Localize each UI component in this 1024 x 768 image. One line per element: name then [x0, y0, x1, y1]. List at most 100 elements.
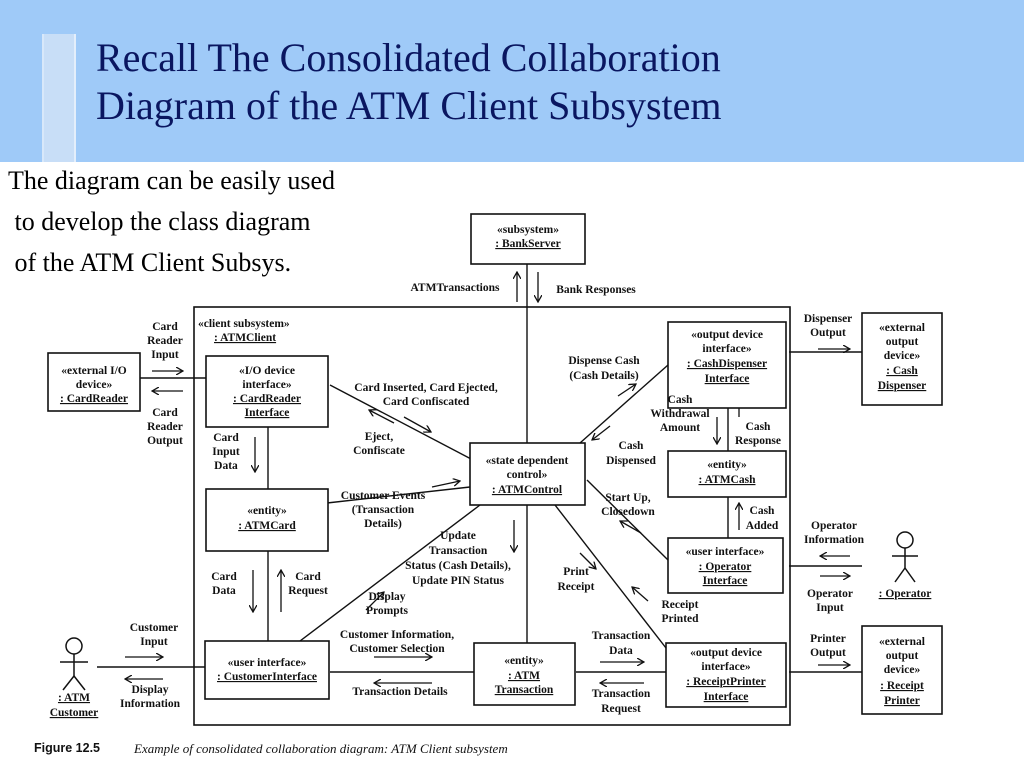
msg-bank-responses: Bank Responses: [556, 284, 636, 296]
intro-text-line-1: The diagram can be easily used: [8, 166, 336, 195]
msg-atm-transactions: ATMTransactions: [410, 282, 500, 294]
cash-dispenser-ext-box: [861, 312, 943, 406]
msg-card-inserted-2: Card Confiscated: [383, 396, 470, 408]
msg-cash-withdrawal-1: Cash: [668, 394, 694, 406]
cash-dispenser-if-stereotype-2: interface»: [702, 343, 751, 355]
operator-if-name-1: : Operator: [699, 561, 752, 573]
link-control-printerif: [554, 504, 667, 649]
operator-if-name-2: Interface: [703, 575, 748, 587]
msg-card-inserted-1: Card Inserted, Card Ejected,: [354, 382, 498, 394]
arrow-cash-dispensed: [592, 425, 611, 440]
msg-cash-dispensed-2: Dispensed: [606, 455, 656, 467]
card-reader-if-stereotype-2: interface»: [242, 379, 291, 391]
msg-update-transaction-4: Update PIN Status: [412, 575, 505, 587]
atm-transaction-name-1: : ATM: [508, 670, 540, 682]
customer-if-box: [204, 640, 330, 700]
msg-start-up-2: Closedown: [601, 506, 655, 518]
msg-receipt-printed-2: Printed: [661, 613, 699, 625]
client-subsystem-boundary: «client subsystem» : ATMClient: [193, 306, 791, 726]
msg-card-reader-output-1: Card: [152, 407, 178, 419]
customer-actor-figure: [60, 637, 88, 691]
receipt-printer-ext-stereotype-1: «external: [879, 636, 925, 648]
atm-control-name: : ATMControl: [492, 484, 562, 496]
link-atmcard-control: [326, 486, 471, 504]
msg-cash-dispensed-1: Cash: [619, 440, 645, 452]
card-reader-ext-stereotype-2: device»: [76, 379, 113, 391]
slide-title-line-2: Diagram of the ATM Client Subsystem: [96, 83, 722, 128]
customer-actor-name-1: : ATM: [58, 692, 90, 704]
figure-caption: Figure 12.5 Example of consolidated coll…: [34, 741, 508, 756]
intro-text-line-2: to develop the class diagram: [8, 207, 311, 236]
msg-customer-input-1: Customer: [130, 622, 179, 634]
msg-eject-confiscate-1: Eject,: [365, 431, 394, 443]
link-customerif-control: [299, 504, 481, 642]
msg-receipt-printed-1: Receipt: [661, 599, 698, 611]
operator-actor-name: : Operator: [879, 588, 932, 600]
msg-display-information-1: Display: [131, 684, 168, 696]
msg-customer-information-1: Customer Information,: [340, 629, 454, 641]
cash-dispenser-ext-stereotype-1: «external: [879, 322, 925, 334]
atm-control-stereotype-1: «state dependent: [486, 455, 569, 467]
atm-card-box: [205, 488, 329, 552]
message-arrows: [125, 272, 850, 683]
msg-customer-events-3: Details): [364, 518, 402, 530]
msg-transaction-request-1: Transaction: [592, 688, 651, 700]
cash-dispenser-if-name-1: : CashDispenser: [687, 358, 767, 370]
operator-if-stereotype: «user interface»: [686, 546, 765, 558]
receipt-printer-if-stereotype-1: «output device: [690, 647, 762, 659]
msg-card-input-data-2: Input: [212, 446, 240, 458]
connection-lines: [97, 264, 862, 673]
intro-text-line-3: of the ATM Client Subsys.: [8, 248, 292, 277]
msg-cash-response-2: Response: [735, 435, 781, 447]
arrow-display-prompts: [365, 592, 384, 611]
msg-card-request-2: Request: [288, 585, 328, 597]
receipt-printer-ext-stereotype-3: device»: [884, 664, 921, 676]
arrow-receipt-printed: [632, 587, 649, 602]
card-reader-ext-stereotype-1: «external I/O: [61, 365, 127, 377]
msg-cash-added-2: Added: [746, 520, 779, 532]
msg-operator-information-1: Operator: [811, 520, 857, 532]
msg-operator-input-1: Operator: [807, 588, 853, 600]
atm-transaction-name-2: Transaction: [495, 684, 554, 696]
msg-update-transaction-1: Update: [440, 530, 476, 542]
card-reader-if-name-2: Interface: [245, 407, 290, 419]
msg-card-data-1: Card: [211, 571, 237, 583]
bank-server-name: : BankServer: [495, 238, 560, 250]
link-control-cashdispenser: [579, 364, 669, 444]
atm-cash-name: : ATMCash: [699, 474, 757, 486]
customer-actor-icon: [65, 637, 83, 655]
msg-transaction-data-2: Data: [609, 645, 633, 657]
msg-card-input-data-3: Data: [214, 460, 238, 472]
msg-cash-response-1: Cash: [746, 421, 772, 433]
atm-control-stereotype-2: control»: [507, 469, 548, 481]
card-reader-ext-name: : CardReader: [60, 393, 128, 405]
atm-card-name: : ATMCard: [238, 520, 296, 532]
bank-server-stereotype: «subsystem»: [497, 224, 559, 236]
card-reader-if-stereotype-1: «I/O device: [239, 365, 295, 377]
arrow-dispense-cash: [617, 384, 636, 397]
msg-card-reader-output-3: Output: [147, 435, 183, 447]
atm-cash-box: [667, 450, 787, 498]
msg-customer-information-2: Customer Selection: [349, 643, 445, 655]
msg-card-reader-input-2: Reader: [147, 335, 183, 347]
cash-dispenser-ext-name-1: : Cash: [886, 365, 918, 377]
bank-server-box: [470, 213, 586, 265]
receipt-printer-if-box: [665, 642, 787, 708]
atm-transaction-stereotype: «entity»: [504, 655, 544, 667]
atm-transaction-box: [473, 642, 576, 706]
arrow-card-inserted: [403, 416, 431, 432]
slide-title: Recall The Consolidated Collaboration Di…: [96, 34, 996, 130]
receipt-printer-if-name-2: Interface: [704, 691, 749, 703]
cash-dispenser-if-name-2: Interface: [705, 373, 750, 385]
atm-cash-stereotype: «entity»: [707, 459, 747, 471]
subsystem-stereotype: «client subsystem»: [198, 318, 290, 330]
message-labels: ATMTransactions Bank Responses Card Read…: [120, 282, 865, 715]
receipt-printer-if-stereotype-2: interface»: [701, 661, 750, 673]
figure-number: Figure 12.5: [34, 741, 100, 755]
cash-dispenser-if-stereotype-1: «output device: [691, 329, 763, 341]
msg-card-reader-input-1: Card: [152, 321, 178, 333]
customer-if-name: : CustomerInterface: [217, 671, 317, 683]
msg-dispenser-output-2: Output: [810, 327, 846, 339]
msg-printer-output-1: Printer: [810, 633, 846, 645]
msg-dispenser-output-1: Dispenser: [804, 313, 853, 325]
